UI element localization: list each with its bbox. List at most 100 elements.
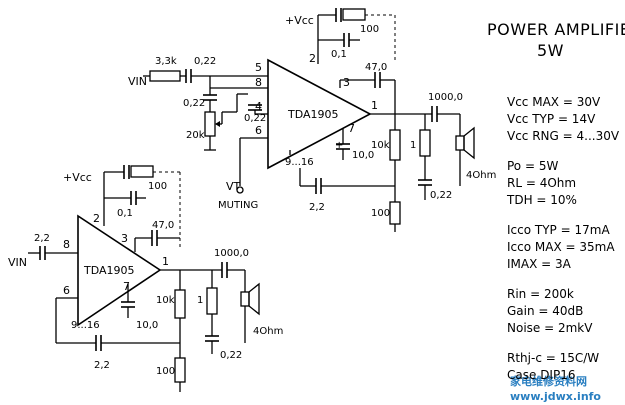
spec-label: IMAX [507, 257, 538, 271]
spec-label: Rin [507, 287, 527, 301]
bottom-r-lower [174, 357, 186, 383]
top-pin-4: 4 [255, 100, 262, 113]
spec-label: RL [507, 176, 523, 190]
top-pot-label: 20k [186, 130, 205, 141]
spec-label: Vcc TYP [507, 112, 555, 126]
spec-row: Vcc RNG = 4...30V [507, 128, 622, 145]
spec-row: RL = 4Ohm [507, 175, 622, 192]
spec-label: Icco MAX [507, 240, 562, 254]
spec-value: = 5W [521, 159, 559, 173]
bottom-pin-7: 7 [123, 280, 130, 293]
top-speaker-label: 4Ohm [466, 170, 496, 181]
top-r-fb-label: 10k [371, 140, 390, 151]
bottom-r-zobel-label: 1 [197, 295, 203, 306]
spec-value: = 40dB [534, 304, 584, 318]
spec-value: = 200k [526, 287, 574, 301]
spec-label: Vcc MAX [507, 95, 560, 109]
top-c-vcc-top [342, 8, 366, 21]
watermark: 家电维修资料网 www.jdwx.info [510, 374, 601, 403]
bottom-r-zobel [206, 287, 218, 315]
spec-row: IMAX = 3A [507, 256, 622, 273]
spec-value: = 10% [532, 193, 577, 207]
spec-label: Rthj-c [507, 351, 542, 365]
top-pin-2: 2 [309, 52, 316, 65]
top-pot [204, 111, 216, 137]
spec-value: DIP16 [536, 368, 576, 382]
spec-row: Icco MAX = 35mA [507, 239, 622, 256]
spec-row: Icco TYP = 17mA [507, 222, 622, 239]
bottom-pin-8: 8 [63, 238, 70, 251]
top-c-vcc-top-label: 100 [360, 24, 379, 35]
top-r-fb [389, 129, 401, 161]
top-c-pin8-label: 0,22 [183, 98, 205, 109]
spec-label: Vcc RNG [507, 129, 559, 143]
spec-row: Po = 5W [507, 158, 622, 175]
spec-label: Po [507, 159, 522, 173]
spec-value: = 4Ohm [522, 176, 577, 190]
bottom-pin-9-16: 9...16 [71, 320, 100, 331]
watermark-site: www.jdwx.info [510, 390, 601, 403]
bottom-pin-6: 6 [63, 284, 70, 297]
bottom-c-boot-label: 47,0 [152, 220, 174, 231]
bottom-speaker-label: 4Ohm [253, 326, 283, 337]
bottom-c-zobel-label: 0,22 [220, 350, 242, 361]
top-c-fb-label: 2,2 [309, 202, 325, 213]
spec-row: TDH = 10% [507, 192, 622, 209]
spec-row: Vcc MAX = 30V [507, 94, 622, 111]
spec-label: Gain [507, 304, 535, 318]
top-vt-label: VT [226, 180, 241, 193]
top-pin-9-16: 9...16 [285, 157, 314, 168]
spec-value: = 35mA [561, 240, 615, 254]
spec-value: = 17mA [556, 223, 610, 237]
bottom-pin-3: 3 [121, 232, 128, 245]
top-vt-terminal[interactable] [236, 186, 244, 194]
top-c-zobel-label: 0,22 [430, 190, 452, 201]
top-vin-label: VIN [128, 75, 147, 88]
bottom-chip-label: TDA1905 [83, 264, 135, 277]
spec-value: = 14V [554, 112, 596, 126]
top-pin-8: 8 [255, 76, 262, 89]
spec-row: Vcc TYP = 14V [507, 111, 622, 128]
bottom-c-pin7-label: 10,0 [136, 320, 158, 331]
bottom-r-fb [174, 289, 186, 319]
spec-row: Noise = 2mkV [507, 320, 622, 337]
spec-value: = 30V [559, 95, 601, 109]
bottom-amplifier-circuit: TDA1905 VIN 2,2 8 +Vcc 2 100 0,1 3 47,0 [8, 165, 283, 392]
spec-value: = 2mkV [540, 321, 593, 335]
top-r-input [149, 70, 181, 82]
bottom-pin-1: 1 [162, 255, 169, 268]
top-r-lower [389, 201, 401, 225]
top-c-pin7-label: 10,0 [352, 150, 374, 161]
spec-value: = 15C/W [541, 351, 600, 365]
spec-label: TDH [507, 193, 533, 207]
bottom-c-in-label: 2,2 [34, 233, 50, 244]
spec-value: = 3A [537, 257, 571, 271]
bottom-c-out-label: 1000,0 [214, 248, 249, 259]
spec-label: Case [507, 368, 537, 382]
spec-panel: POWER AMPLIFIER 5W [487, 20, 625, 60]
top-c-vcc-small-label: 0,1 [331, 49, 347, 60]
spec-row: Rthj-c = 15C/W [507, 350, 622, 367]
top-pin-5: 5 [255, 61, 262, 74]
top-c-pin4-label: 0,22 [244, 113, 266, 124]
spec-label: Noise [507, 321, 541, 335]
bottom-c-vcc-top-label: 100 [148, 181, 167, 192]
top-pin-1: 1 [371, 99, 378, 112]
top-chip-label: TDA1905 [287, 108, 339, 121]
bottom-r-lower-label: 100 [156, 366, 175, 377]
top-r-zobel-label: 1 [410, 140, 416, 151]
bottom-c-fb-label: 2,2 [94, 360, 110, 371]
top-r-zobel [419, 129, 431, 157]
top-muting-label: MUTING [218, 200, 258, 211]
bottom-vcc-label: +Vcc [63, 171, 92, 184]
top-c-input-label: 0,22 [194, 56, 216, 67]
page-title: POWER AMPLIFIER [487, 20, 625, 39]
top-amplifier-circuit: TDA1905 VIN 3,3k 0,22 5 8 0,22 20k [128, 8, 496, 232]
page-subtitle: 5W [537, 41, 564, 60]
top-c-out-label: 1000,0 [428, 92, 463, 103]
bottom-c-vcc-small-label: 0,1 [117, 208, 133, 219]
top-speaker [455, 135, 465, 151]
top-vcc-label: +Vcc [285, 14, 314, 27]
